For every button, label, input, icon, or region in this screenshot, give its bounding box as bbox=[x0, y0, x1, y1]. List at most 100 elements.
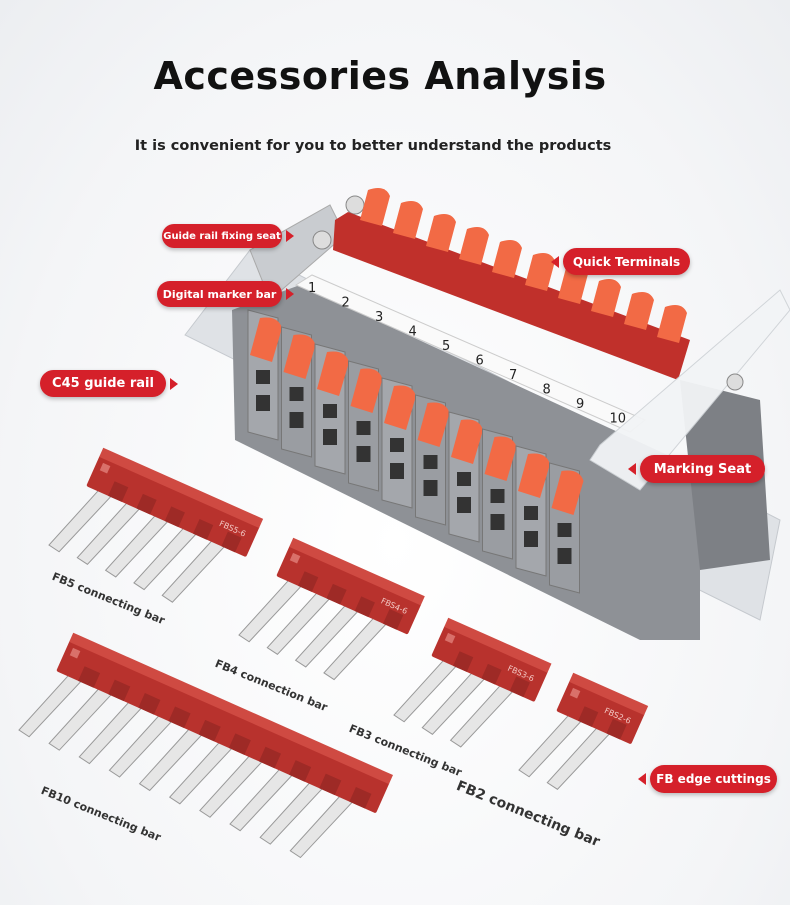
quick-terminal-lever bbox=[393, 201, 423, 239]
callout-fb-edge-cuttings: FB edge cuttings bbox=[638, 765, 777, 793]
bar-slot bbox=[326, 583, 347, 605]
bar-slot bbox=[164, 506, 185, 528]
wire-entry-hole bbox=[490, 489, 505, 503]
wire-entry-hole bbox=[356, 446, 371, 462]
wire-entry-hole bbox=[490, 514, 505, 530]
quick-terminal-lever bbox=[657, 305, 687, 343]
connecting-bar-fb3: FBS3-6 bbox=[393, 617, 552, 748]
wire-entry-hole bbox=[557, 548, 572, 564]
connecting-bar-fb5: FBS5-6 bbox=[48, 447, 264, 603]
bar-top bbox=[99, 447, 264, 529]
bar-slot bbox=[481, 663, 502, 685]
connecting-bar-fb10 bbox=[18, 632, 393, 859]
callout-marking-seat: Marking Seat bbox=[628, 455, 765, 483]
wire-entry-hole bbox=[323, 429, 337, 445]
bar-top bbox=[69, 632, 393, 785]
marker-number: 7 bbox=[509, 368, 517, 383]
bar-slot bbox=[228, 733, 251, 755]
marker-number: 2 bbox=[342, 296, 350, 311]
bar-slot bbox=[383, 609, 404, 630]
arrow-left-icon bbox=[551, 255, 559, 268]
wire-entry-hole bbox=[323, 404, 337, 418]
bar-marker bbox=[289, 552, 301, 564]
bar-slot bbox=[108, 679, 131, 702]
bar-slot bbox=[78, 666, 101, 688]
bar-top bbox=[289, 537, 425, 606]
quick-terminal-lever bbox=[360, 188, 390, 226]
wire-entry-hole bbox=[356, 421, 371, 435]
callout-c45-guide-rail: C45 guide rail bbox=[40, 370, 178, 397]
quick-terminal-lever bbox=[426, 214, 456, 252]
bar-marker bbox=[569, 687, 581, 699]
bar-slot bbox=[319, 773, 342, 796]
wire-entry-hole bbox=[423, 480, 438, 496]
bar-slot bbox=[138, 693, 161, 715]
bar-slot bbox=[509, 676, 530, 698]
connecting-bar-fb4: FBS4-6 bbox=[238, 537, 425, 681]
bar-slot bbox=[136, 493, 157, 515]
bar-marker bbox=[444, 632, 456, 644]
wire-entry-hole bbox=[289, 412, 304, 428]
page-subtitle: It is convenient for you to better under… bbox=[134, 138, 612, 154]
wire-entry-hole bbox=[256, 395, 270, 411]
orange-lever bbox=[350, 368, 383, 413]
marker-number: 3 bbox=[375, 310, 383, 325]
wire-entry-hole bbox=[524, 531, 538, 547]
orange-lever bbox=[484, 436, 517, 481]
screw-icon bbox=[345, 195, 365, 215]
bar-slot bbox=[606, 718, 627, 740]
arrow-right-icon bbox=[170, 377, 178, 390]
wire-entry-hole bbox=[457, 497, 471, 513]
arrow-left-icon bbox=[638, 773, 646, 785]
wire-entry-hole bbox=[256, 370, 270, 384]
callout-digital-marker-bar: Digital marker bar bbox=[157, 281, 294, 307]
callout-label: Quick Terminals bbox=[572, 254, 681, 269]
orange-lever bbox=[384, 385, 416, 430]
screw-icon bbox=[312, 230, 332, 250]
bar-body bbox=[86, 455, 260, 557]
orange-lever bbox=[317, 351, 349, 396]
quick-terminals-jumper bbox=[333, 212, 690, 380]
bar-slot bbox=[168, 706, 191, 729]
arrow-left-icon bbox=[628, 463, 636, 475]
orange-lever bbox=[551, 470, 584, 515]
orange-lever bbox=[518, 453, 550, 498]
wire-entry-hole bbox=[524, 506, 538, 520]
bar-marker bbox=[69, 647, 81, 659]
callout-quick-terminals: Quick Terminals bbox=[551, 248, 690, 275]
orange-lever bbox=[283, 334, 316, 379]
wire-entry-hole bbox=[390, 463, 404, 479]
callout-label: FB edge cuttings bbox=[656, 772, 771, 786]
connecting-bar-fb2: FBS2-6 bbox=[518, 672, 649, 790]
callout-label: Guide rail fixing seat bbox=[163, 230, 281, 242]
page-title: Accessories Analysis bbox=[153, 54, 607, 98]
arrow-right-icon bbox=[286, 288, 294, 300]
quick-terminal-lever bbox=[558, 266, 588, 304]
orange-lever bbox=[417, 402, 450, 447]
marker-number: 1 bbox=[308, 281, 316, 296]
wire-entry-hole bbox=[557, 523, 572, 537]
bar-slot bbox=[289, 760, 312, 782]
orange-lever bbox=[451, 419, 483, 464]
quick-terminal-lever bbox=[591, 279, 621, 317]
screw-icon bbox=[726, 373, 744, 391]
marking-seat bbox=[589, 289, 790, 491]
bar-top bbox=[444, 617, 552, 673]
orange-lever bbox=[250, 317, 282, 362]
wire-entry-hole bbox=[457, 472, 471, 486]
bar-slot bbox=[349, 787, 372, 809]
bar-slot bbox=[198, 719, 221, 742]
bar-marker bbox=[99, 462, 111, 474]
bar-top bbox=[569, 672, 649, 716]
bar-slot bbox=[108, 481, 129, 502]
wire-entry-hole bbox=[423, 455, 438, 469]
callout-label: Marking Seat bbox=[653, 461, 752, 477]
callout-label: Digital marker bar bbox=[162, 287, 277, 301]
marker-number: 4 bbox=[409, 325, 417, 340]
callout-label: C45 guide rail bbox=[52, 376, 154, 391]
wire-entry-hole bbox=[390, 438, 404, 452]
bar-body bbox=[276, 545, 421, 634]
quick-terminal-lever bbox=[459, 227, 489, 265]
marker-number: 5 bbox=[442, 339, 450, 354]
